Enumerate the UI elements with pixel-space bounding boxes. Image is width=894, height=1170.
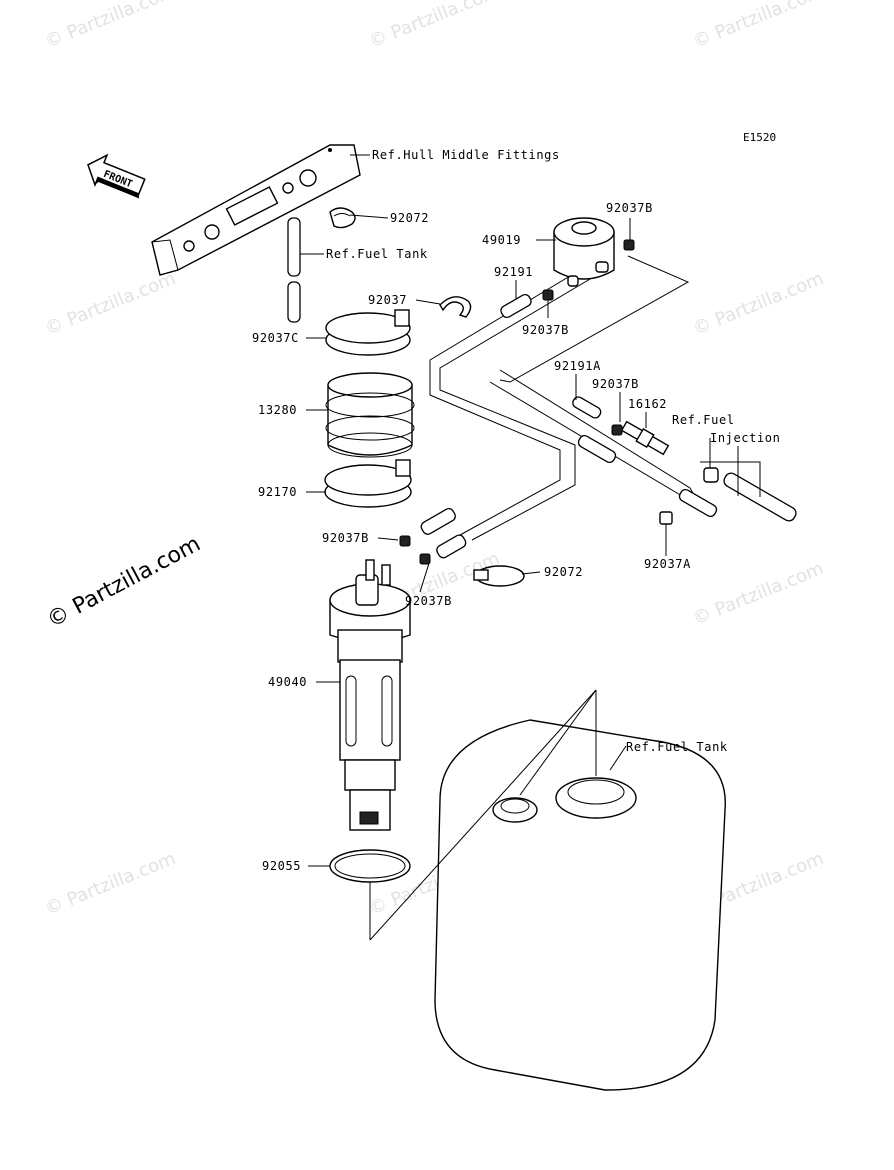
label-92037b-under-filter: 92037B: [522, 323, 569, 337]
clip-clamp: [542, 289, 554, 301]
leader-lines: [300, 154, 761, 941]
label-ref-fuel-injection-1: Ref.Fuel: [672, 413, 735, 427]
label-ref-fuel-injection-2: Injection: [710, 431, 780, 445]
label-92072-top: 92072: [390, 211, 429, 225]
clip-clamp: [623, 239, 635, 251]
label-92191: 92191: [494, 265, 533, 279]
label-92037a: 92037A: [644, 557, 691, 571]
boot-13280: [325, 372, 415, 458]
label-92037b-top: 92037B: [606, 201, 653, 215]
watermark-large: © Partzilla.com: [43, 532, 205, 634]
label-ref-fuel-tank-top: Ref.Fuel Tank: [326, 247, 428, 261]
label-49019: 49019: [482, 233, 521, 247]
connector-16162: [620, 420, 670, 456]
clip-clamp: [419, 553, 431, 565]
o-ring-92055: [329, 849, 411, 883]
clip-clamp: [703, 467, 719, 483]
watermark: © Partzilla.com: [690, 268, 827, 340]
clip-clamp: [659, 511, 673, 525]
clamp-92037: [439, 296, 472, 318]
clip-clamp: [399, 535, 411, 547]
clip-clamp: [611, 424, 623, 436]
label-92072-mid: 92072: [544, 565, 583, 579]
hose-mid: [577, 434, 617, 464]
hull-middle-fittings-bracket: [151, 144, 361, 276]
hose-right: [678, 488, 718, 518]
label-92170: 92170: [258, 485, 297, 499]
watermark: © Partzilla.com: [690, 0, 827, 53]
fuel-tank-hose-top: [287, 217, 301, 323]
front-arrow-icon: FRONT: [87, 153, 146, 199]
watermark: © Partzilla.com: [366, 0, 503, 53]
label-13280: 13280: [258, 403, 297, 417]
hose-92191: [500, 293, 532, 319]
label-16162: 16162: [628, 397, 667, 411]
label-ref-hull-middle-fittings: Ref.Hull Middle Fittings: [372, 148, 560, 162]
label-49040: 49040: [268, 675, 307, 689]
watermark: © Partzilla.com: [42, 0, 179, 53]
watermark: © Partzilla.com: [690, 558, 827, 630]
fuel-pump-49040: [329, 559, 411, 831]
hose-92191a: [572, 396, 602, 419]
fuel-tank: [434, 719, 726, 1091]
label-92037: 92037: [368, 293, 407, 307]
band-clamp-92170: [324, 459, 412, 508]
watermark: © Partzilla.com: [42, 268, 179, 340]
label-92191a: 92191A: [554, 359, 601, 373]
band-clamp-92037c: [325, 309, 411, 356]
label-92037b-mid: 92037B: [405, 594, 452, 608]
label-ref-fuel-tank-bottom: Ref.Fuel Tank: [626, 740, 728, 754]
hose-left-lower-2: [436, 534, 467, 559]
label-92037b-left: 92037B: [322, 531, 369, 545]
label-92055: 92055: [262, 859, 301, 873]
fuel-filter-49019: [553, 217, 615, 287]
label-92037c: 92037C: [252, 331, 299, 345]
watermark: © Partzilla.com: [42, 848, 179, 920]
clamp-92072-mid: [473, 565, 525, 587]
diagram-code: E1520: [743, 131, 776, 144]
label-92037b-right: 92037B: [592, 377, 639, 391]
hose-left-lower: [420, 507, 456, 535]
clamp-92072-top: [329, 207, 356, 229]
